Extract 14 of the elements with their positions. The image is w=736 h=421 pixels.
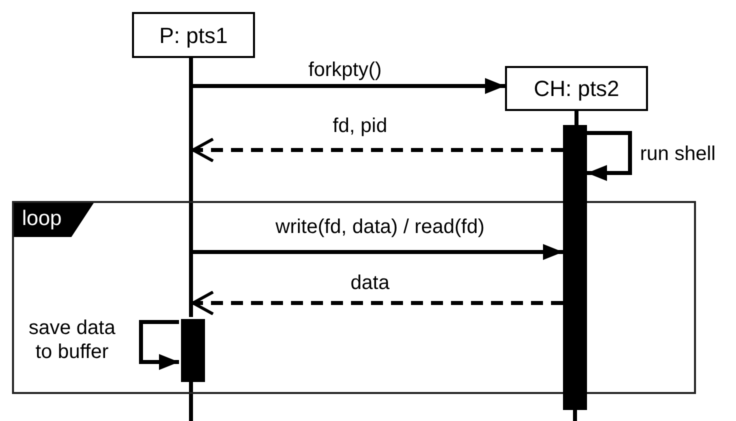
participant-box: CH: pts2 — [505, 66, 648, 111]
self-message-arrow — [587, 131, 632, 181]
self-message-arrow — [139, 320, 179, 370]
message-arrow — [193, 244, 563, 260]
loop-label: loop — [14, 203, 94, 237]
activation-bar — [181, 319, 205, 382]
message-arrow — [193, 78, 505, 94]
lifeline — [574, 111, 578, 125]
lifeline — [189, 58, 193, 317]
loop-frame — [12, 201, 696, 394]
return-arrow — [192, 138, 563, 162]
activation-bar — [563, 125, 587, 410]
participant-box: P: pts1 — [132, 12, 255, 58]
return-arrow — [192, 290, 563, 316]
